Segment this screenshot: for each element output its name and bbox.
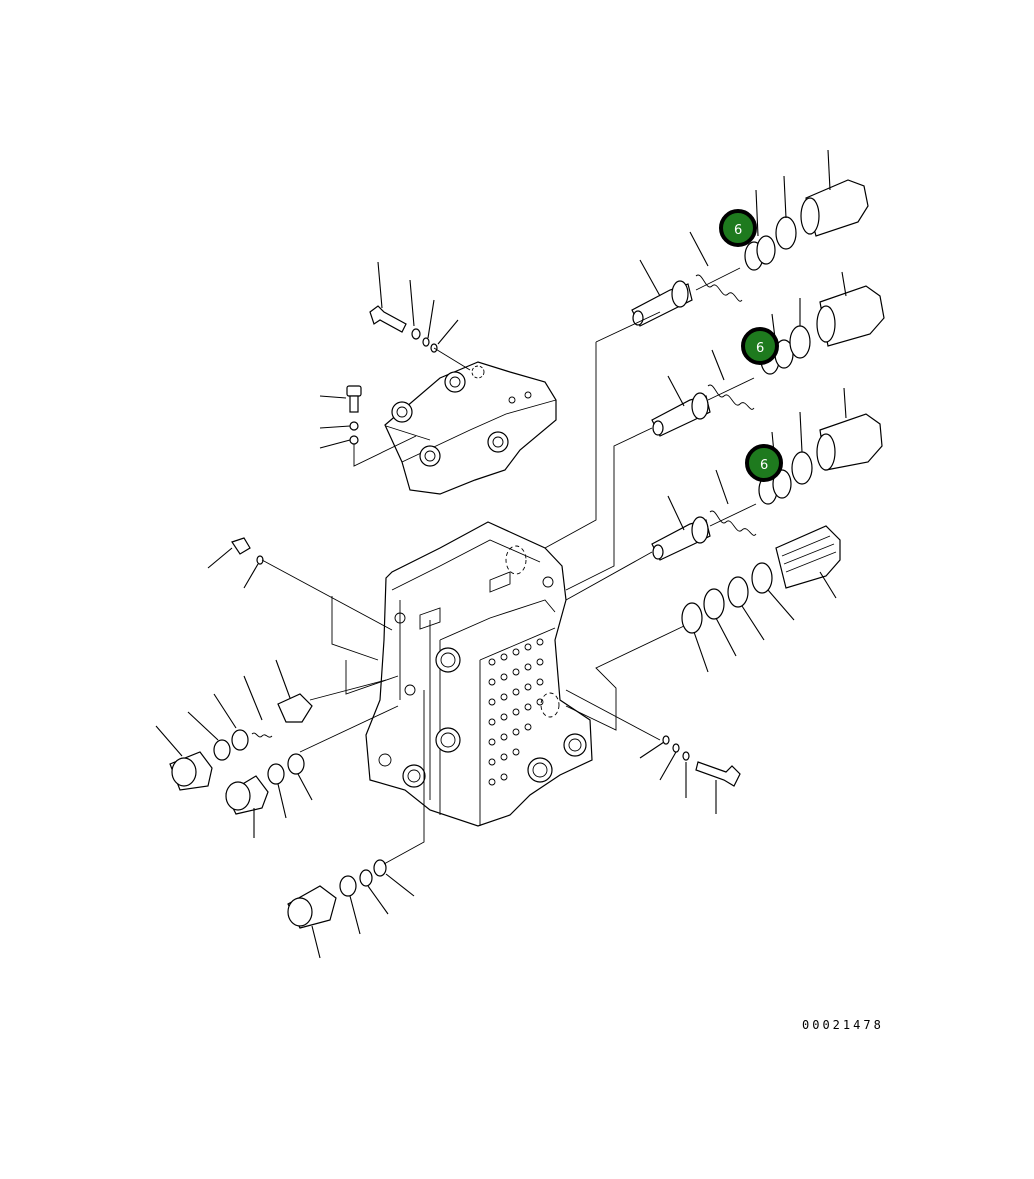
- valve-body: [365, 521, 593, 827]
- callout-6-row3[interactable]: 6: [745, 444, 783, 482]
- left-plug-lower: [225, 753, 305, 815]
- spool-row-2: [651, 285, 885, 437]
- bellows-cap: [681, 525, 841, 634]
- callout-6-row2[interactable]: 6: [741, 327, 779, 365]
- body-port-holes: [488, 638, 544, 786]
- callout-6-row3-label: 6: [760, 458, 768, 473]
- cover-bolt-left: [346, 385, 431, 467]
- spool-row-3: [651, 413, 883, 561]
- figure-number: 00021478: [802, 1018, 884, 1032]
- callout-6-row1[interactable]: 6: [719, 209, 757, 247]
- callout-6-row1-label: 6: [734, 223, 742, 238]
- cover-bolt-top: [369, 305, 471, 371]
- small-fitting-left: [231, 537, 264, 565]
- bottom-plug: [287, 859, 387, 929]
- callout-6-row2-label: 6: [756, 341, 764, 356]
- left-plug-upper: [169, 693, 313, 791]
- spool-row-1: [631, 179, 869, 327]
- lower-right-bolt: [662, 735, 741, 787]
- leader-lines: [155, 149, 847, 959]
- cover-plate: [384, 361, 557, 495]
- body-large-ports: [378, 576, 587, 788]
